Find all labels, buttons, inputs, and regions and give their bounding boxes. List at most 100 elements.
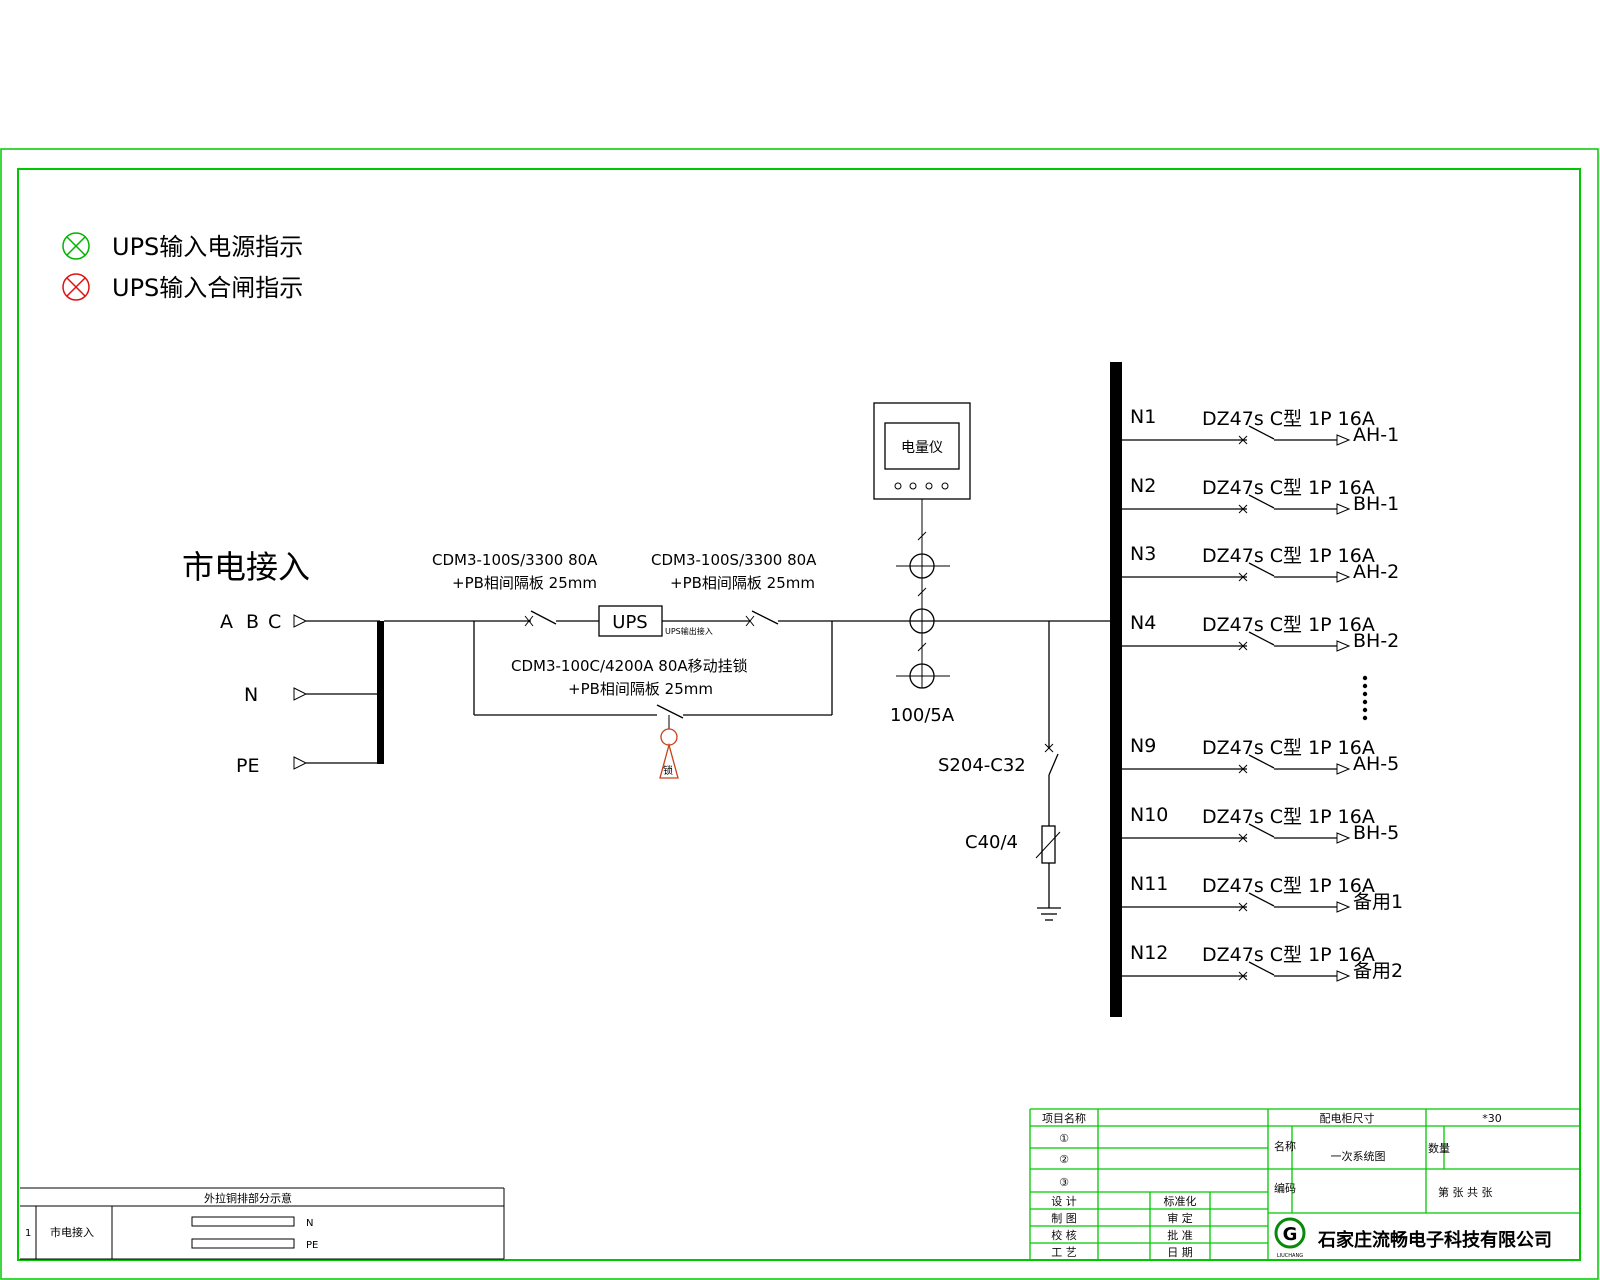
breaker-x-icon <box>1044 743 1054 753</box>
terminal-arrow-icon <box>1336 434 1351 446</box>
meter-screen <box>884 422 960 470</box>
arrester-label: C40/4 <box>965 832 1018 853</box>
input-busbar <box>377 621 384 764</box>
mains-input-title: 市电接入 <box>182 548 310 586</box>
code-label: 编码 <box>1274 1181 1296 1195</box>
feeder-load: 备用1 <box>1353 891 1403 913</box>
phase-label-b: B <box>246 611 259 633</box>
feeder-load: BH-5 <box>1353 822 1399 844</box>
name-value: 一次系统图 <box>1331 1149 1386 1163</box>
mains-input: 市电接入 A B C N PE <box>182 548 384 777</box>
lock-label: 锁 <box>663 764 673 777</box>
row-1-label: ① <box>1059 1132 1069 1145</box>
meter-button <box>941 482 949 490</box>
feeder-id: N4 <box>1130 612 1156 634</box>
feeder-breaker-blade <box>1248 892 1275 907</box>
neutral-label: N <box>244 684 258 706</box>
bypass-breaker-model: CDM3-100C/4200A 80A移动挂锁 <box>511 657 748 675</box>
legend: UPS输入电源指示 UPS输入合闸指示 <box>62 232 303 302</box>
feeder-id: N9 <box>1130 735 1156 757</box>
cabinet-size-label: 配电柜尺寸 <box>1320 1111 1375 1125</box>
legend-power-label: UPS输入电源指示 <box>112 233 303 261</box>
busbar-row-number: 1 <box>25 1228 31 1239</box>
ups-input-breaker-note: +PB相间隔板 25mm <box>452 574 597 592</box>
breaker-x-icon <box>1238 902 1248 912</box>
feeder-load: 备用2 <box>1353 960 1403 982</box>
feeder-id: N1 <box>1130 406 1156 428</box>
surge-protection: S204-C32 C40/4 <box>938 621 1061 921</box>
feeder-load: BH-1 <box>1353 493 1399 515</box>
review-label: 审 定 <box>1167 1211 1193 1225</box>
row-2-label: ② <box>1059 1153 1069 1166</box>
ups-input-breaker-model: CDM3-100S/3300 80A <box>432 551 598 569</box>
red-indicator-icon <box>62 273 90 301</box>
ups-output-breaker-model: CDM3-100S/3300 80A <box>651 551 817 569</box>
ups-label: UPS <box>612 612 647 633</box>
ct-coil-icon <box>896 531 950 689</box>
terminal-arrow-icon <box>293 687 308 701</box>
breaker-blade <box>751 610 779 625</box>
padlock-icon: 锁 <box>659 715 679 779</box>
earth-label: PE <box>236 755 259 777</box>
meter-label: 电量仪 <box>901 440 943 456</box>
terminal-arrow-icon <box>293 756 308 770</box>
metering: 电量仪 100/5A <box>873 402 971 726</box>
feeder-breaker-blade <box>1248 631 1275 646</box>
feeder-load: AH-1 <box>1353 424 1399 446</box>
draw-label: 制 图 <box>1051 1212 1077 1225</box>
row-3-label: ③ <box>1059 1176 1069 1189</box>
feeder-breaker-blade <box>1248 562 1275 577</box>
terminal-arrow-icon <box>1336 503 1351 515</box>
meter-button <box>909 482 917 490</box>
inner-frame <box>17 168 1581 1261</box>
ups-sub-label: UPS输出接入 <box>665 626 713 636</box>
feeder-breaker-model: DZ47s C型 1P 16A <box>1202 875 1375 897</box>
ct-ratio-label: 100/5A <box>890 705 955 726</box>
terminal-arrow-icon <box>1336 763 1351 775</box>
breaker-x-icon <box>524 615 534 627</box>
feeder-breaker-blade <box>1248 823 1275 838</box>
approve-label: 批 准 <box>1167 1228 1193 1242</box>
breaker-blade <box>1048 753 1059 776</box>
ups-section: UPS UPS输出接入 CDM3-100S/3300 80A +PB相间隔板 2… <box>384 551 1110 779</box>
breaker-x-icon <box>1238 764 1248 774</box>
feeder-id: N10 <box>1130 804 1168 826</box>
legend-close-label: UPS输入合闸指示 <box>112 274 303 302</box>
feeder-id: N3 <box>1130 543 1156 565</box>
ups-output-breaker-note: +PB相间隔板 25mm <box>670 574 815 592</box>
terminal-arrow-icon <box>1336 571 1351 583</box>
busbar-row-label: 市电接入 <box>50 1225 94 1239</box>
ground-icon <box>1037 907 1061 921</box>
meter-button <box>894 482 902 490</box>
check-label: 校 核 <box>1051 1228 1077 1242</box>
logo-letter: G <box>1283 1224 1298 1245</box>
feeder-breaker-model: DZ47s C型 1P 16A <box>1202 806 1375 828</box>
cabinet-size-value: *30 <box>1482 1112 1502 1125</box>
feeder-breaker-model: DZ47s C型 1P 16A <box>1202 614 1375 636</box>
feeder-breaker-model: DZ47s C型 1P 16A <box>1202 737 1375 759</box>
breaker-blade <box>656 704 684 719</box>
design-label: 设 计 <box>1051 1195 1077 1208</box>
feeder-breaker-blade <box>1248 494 1275 509</box>
breaker-blade <box>530 610 557 625</box>
main-busbar <box>1110 362 1122 1017</box>
terminal-arrow-icon <box>293 614 308 628</box>
outer-frame <box>0 148 1599 1280</box>
breaker-x-icon <box>1238 504 1248 514</box>
continuation-dots <box>1362 675 1368 721</box>
process-label: 工 艺 <box>1051 1246 1077 1259</box>
meter-button <box>925 482 933 490</box>
green-indicator-icon <box>62 232 90 260</box>
project-name-label: 项目名称 <box>1042 1111 1086 1125</box>
company-logo: G LIUCHANG <box>1274 1217 1306 1259</box>
terminal-arrow-icon <box>1336 901 1351 913</box>
busbar-table: 外拉铜排部分示意 1 市电接入 N PE <box>20 1187 505 1260</box>
feeder-breaker-model: DZ47s C型 1P 16A <box>1202 408 1375 430</box>
terminal-arrow-icon <box>1336 970 1351 982</box>
breaker-x-icon <box>745 615 755 627</box>
breaker-x-icon <box>1238 435 1248 445</box>
title-block: 项目名称 配电柜尺寸 *30 ① ② ③ 名称 一次系统图 数量 编码 第 张 … <box>1029 1108 1580 1260</box>
logo-text: LIUCHANG <box>1277 1253 1303 1259</box>
terminal-arrow-icon <box>1336 640 1351 652</box>
